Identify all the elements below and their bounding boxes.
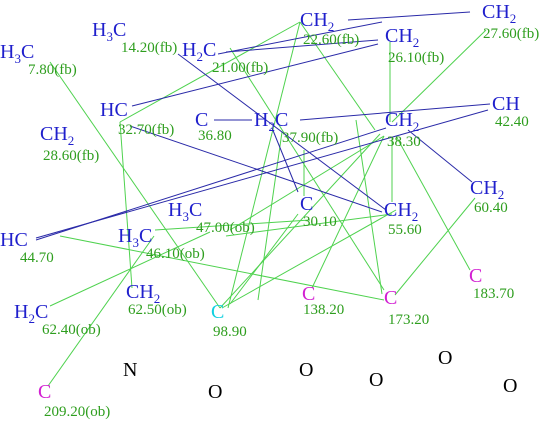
edge [407,129,473,183]
atom-labels: H3C H3C H2C CH2 CH2 CH2 HC C H2C CH2 CH … [0,1,520,403]
edge [394,197,476,296]
shift-label: 30.10 [303,214,337,230]
atom-label: C [302,283,315,305]
edge [271,127,299,193]
edge [257,131,283,301]
edge [299,21,376,131]
edge [229,135,385,231]
edge [229,213,299,305]
atom-label: O [503,375,517,397]
edge [299,103,491,121]
shift-label: 14.20(fb) [121,40,177,56]
shift-label: 62.50(ob) [128,302,187,318]
edge [395,135,471,271]
atom-label: CH2 [470,177,504,202]
edge [225,39,379,53]
edge [129,125,383,213]
shift-label: 47.00(ob) [196,220,255,236]
atom-label: O [299,359,313,381]
shift-labels: 7.80(fb) 14.20(fb) 21.00(fb) 22.60(fb) 2… [20,26,539,420]
edge [217,21,383,55]
atom-label: C [469,265,482,287]
shift-label: 55.60 [388,222,422,238]
atom-label: O [369,369,383,391]
atom-label: CH2 [385,25,419,50]
atom-label: CH2 [482,1,516,26]
shift-label: 46.10(ob) [146,246,205,262]
atom-label: C [195,109,208,131]
shift-label: 21.00(fb) [212,60,268,76]
edge [355,119,383,295]
shift-label: 183.70 [473,286,514,302]
edge [59,235,385,301]
edge [391,29,487,123]
atom-label: CH [492,93,520,115]
shift-label: 32.70(fb) [118,122,174,138]
shift-label: 37.90(fb) [282,130,338,146]
edge [229,47,385,291]
edge [347,11,471,21]
shift-label: 173.20 [388,312,429,328]
edge [177,53,387,211]
shift-label: 60.40 [474,200,508,216]
shift-label: 28.60(fb) [43,148,99,164]
edge [35,127,387,241]
shift-label: 27.60(fb) [483,26,539,42]
shift-label: 62.40(ob) [42,322,101,338]
atom-label: H2C [254,109,288,134]
green-edges [47,21,487,387]
atom-label: CH2 [384,199,418,224]
atom-label: C [300,193,313,215]
shift-label: 98.90 [213,324,247,340]
shift-label: 44.70 [20,250,54,266]
shift-label: 209.20(ob) [44,404,110,420]
shift-label: 36.80 [198,128,232,144]
edge [49,61,221,309]
atom-label: O [208,381,222,403]
edge [131,43,379,107]
atom-label: O [438,347,452,369]
edge [221,209,397,309]
atom-label: HC [100,99,128,121]
atom-label: H3C [92,19,126,44]
atom-label: CH2 [40,123,74,148]
edge [35,109,489,239]
shift-label: 7.80(fb) [28,62,77,78]
atom-label: C [384,287,397,309]
atom-label: C [211,301,224,323]
shift-label: 26.10(fb) [388,50,444,66]
edge [47,235,155,387]
edge [227,21,301,309]
shift-label: 38.30 [387,134,421,150]
edge [154,219,311,231]
blue-edges [35,11,491,241]
edge [119,121,133,289]
shift-label: 42.40 [495,114,529,130]
atom-label: CH2 [385,109,419,134]
edge [311,135,385,289]
atom-label: CH2 [300,9,334,34]
edge [49,231,211,307]
atom-label: N [123,359,137,381]
atom-label: C [38,381,51,403]
atom-label: HC [0,229,28,251]
edge [225,213,393,237]
shift-label: 22.60(fb) [303,32,359,48]
shift-label: 138.20 [303,302,344,318]
edge [119,21,301,123]
